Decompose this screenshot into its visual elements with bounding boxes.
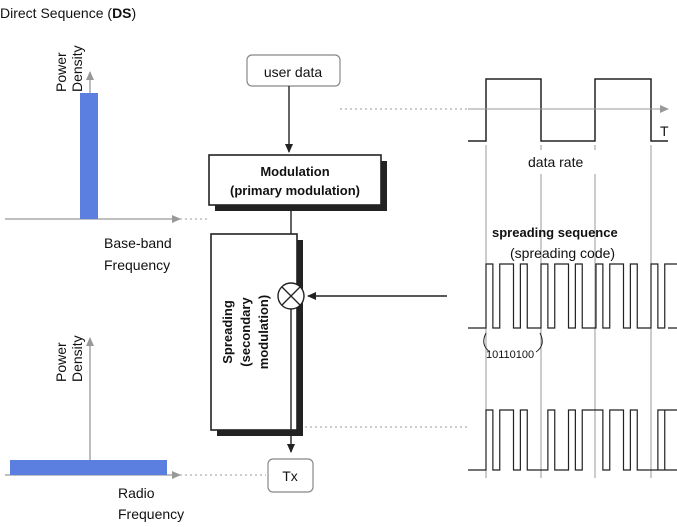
x-axis-label: Base-band [104,235,172,251]
y-axis-label: Density [69,45,85,92]
x-axis-label: Frequency [104,257,170,273]
code-bracket [483,332,491,353]
spreading-sequence-title: spreading sequence [492,225,618,240]
x-axis-label: Radio [118,485,155,501]
user-data-label: user data [264,64,323,80]
spreading-sublabel: (secondary [238,297,253,367]
spread-output-signal [468,409,677,471]
x-axis-label: Frequency [118,506,184,522]
spreading-box [210,233,298,431]
spreading-sequence-subtitle: (spreading code) [510,245,615,261]
modulation-label: Modulation [260,164,329,179]
code-bits-label: 10110100 [486,349,534,361]
tx-label: Tx [282,468,298,484]
code-bracket [535,332,543,353]
spreading-label: Spreading [220,300,235,364]
diagram-title: Direct Sequence (DS) [0,5,136,21]
baseband-spectrum: Power Density Base-band Frequency [5,45,181,273]
processing-chain: user data Modulation (primary modulation… [208,54,447,493]
radio-power-bar [10,460,167,475]
baseband-power-bar [80,93,98,219]
signal-waveforms: T data rate spreading sequence (spreadin… [468,78,677,478]
guide-lines [180,108,468,476]
y-axis-label: Power [53,52,69,92]
radio-spectrum: Power Density Radio Frequency [5,335,184,522]
modulation-sublabel: (primary modulation) [230,183,360,198]
user-data-box [246,54,341,87]
spreading-sublabel: modulation) [256,295,271,369]
data-signal [468,78,668,142]
modulation-box [208,154,382,206]
data-rate-label: data rate [528,154,583,170]
time-axis-label: T [660,123,669,139]
data-rate-bg [520,150,596,174]
y-axis-label: Density [69,335,85,382]
spreading-code-signal [468,263,677,329]
tx-box [267,458,314,493]
y-axis-label: Power [53,342,69,382]
